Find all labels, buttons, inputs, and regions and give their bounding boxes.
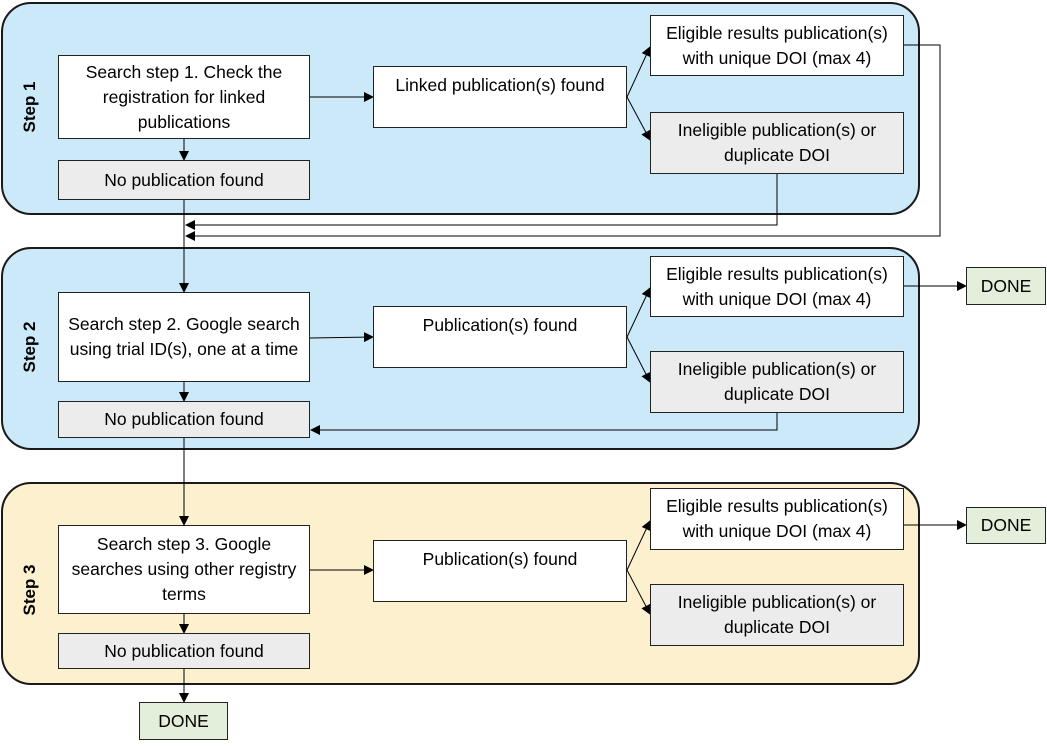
- loop-eligible1-to-step2: [185, 44, 941, 241]
- done-box-2: DONE: [966, 267, 1046, 305]
- no-publication-found-box-1: No publication found: [58, 160, 310, 200]
- eligible-publication-box-1: Eligible results publication(s) with uni…: [650, 15, 904, 76]
- arrow-found3-to-eligible3: [626, 520, 651, 571]
- no-publication-found-box-2: No publication found: [58, 401, 310, 438]
- linked-publications-found-box: Linked publication(s) found: [373, 66, 627, 128]
- search-step-3-box: Search step 3. Google searches using oth…: [58, 525, 310, 614]
- search-step-2-box: Search step 2. Google search using trial…: [58, 292, 310, 382]
- search-step-1-box: Search step 1. Check the registration fo…: [58, 55, 310, 139]
- ineligible-publication-box-3: Ineligible publication(s) or duplicate D…: [650, 584, 904, 646]
- arrow-found1-to-eligible1: [626, 46, 651, 98]
- done-box-3: DONE: [966, 507, 1046, 544]
- arrow-found2-to-eligible2: [626, 287, 651, 338]
- loop-ineligible2-to-none2: [310, 413, 778, 435]
- ineligible-publication-box-1: Ineligible publication(s) or duplicate D…: [650, 112, 904, 174]
- arrow-found1-to-ineligible1: [626, 96, 651, 141]
- eligible-publication-box-3: Eligible results publication(s) with uni…: [650, 488, 904, 550]
- publications-found-box-2: Publication(s) found: [373, 306, 627, 368]
- loop-ineligible1-to-step2: [185, 174, 778, 230]
- publications-found-box-3: Publication(s) found: [373, 540, 627, 602]
- arrow-found3-to-ineligible3: [626, 569, 651, 615]
- arrow-found2-to-ineligible2: [626, 336, 651, 383]
- arrow-search2-to-found2: [309, 332, 374, 343]
- ineligible-publication-box-2: Ineligible publication(s) or duplicate D…: [650, 351, 904, 413]
- final-done-box: DONE: [139, 702, 228, 740]
- no-publication-found-box-3: No publication found: [58, 633, 310, 669]
- eligible-publication-box-2: Eligible results publication(s) with uni…: [650, 256, 904, 317]
